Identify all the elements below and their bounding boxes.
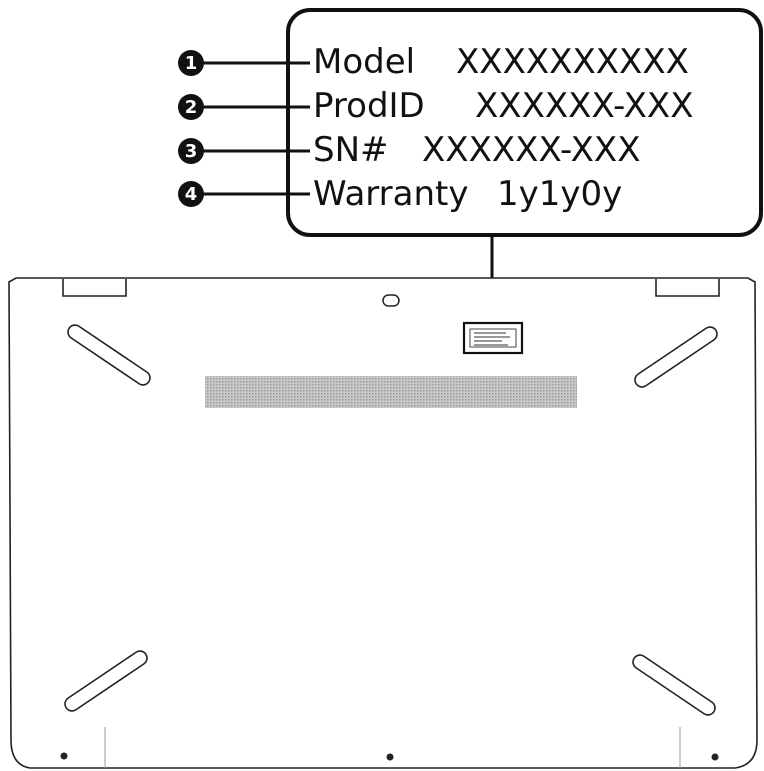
label-row-2: 2 ProdID XXXXXX-XXX xyxy=(178,86,694,126)
callout-4-number: 4 xyxy=(185,184,198,205)
top-slot xyxy=(382,294,400,307)
svg-text:ProdID XXXXXX-XXX: ProdID XXXXXX-XXX xyxy=(313,86,694,126)
warranty-value: 1y1y0y xyxy=(497,174,622,214)
label-row-4: 4 Warranty 1y1y0y xyxy=(178,174,622,214)
prodid-value: XXXXXX-XXX xyxy=(475,86,694,126)
rubber-foot-bottom-right xyxy=(632,654,716,716)
callout-4-icon xyxy=(178,181,204,207)
callout-2-icon xyxy=(178,94,204,120)
rubber-foot-bottom-left xyxy=(64,650,148,712)
label-callout-box xyxy=(286,8,763,237)
callout-2-number: 2 xyxy=(185,97,198,118)
prodid-label: ProdID xyxy=(313,86,425,126)
vent-grille xyxy=(205,376,577,408)
laptop-bottom-outline xyxy=(8,277,758,769)
warranty-label: Warranty xyxy=(313,174,468,214)
model-value: XXXXXXXXXX xyxy=(456,42,689,82)
callout-1-icon xyxy=(178,50,204,76)
hinge-tab-right xyxy=(655,279,720,297)
callout-3-icon xyxy=(178,138,204,164)
callout-3-number: 3 xyxy=(185,141,198,162)
sn-value: XXXXXX-XXX xyxy=(422,130,641,170)
screw-hole-left xyxy=(60,752,68,760)
callout-1-number: 1 xyxy=(185,53,198,74)
device-service-label xyxy=(462,321,524,355)
rubber-foot-top-right xyxy=(634,326,718,388)
sn-label: SN# xyxy=(313,130,389,170)
label-row-1: 1 Model XXXXXXXXXX xyxy=(178,42,689,82)
label-row-3: 3 SN# XXXXXX-XXX xyxy=(178,130,641,170)
svg-text:SN# XXXXXX-XXX: SN# XXXXXX-XXX xyxy=(313,130,641,170)
rubber-foot-top-left xyxy=(67,324,151,386)
hinge-tab-left xyxy=(62,279,127,297)
screw-hole-right xyxy=(711,753,719,761)
svg-text:Model XXXXXXXXXX: Model XXXXXXXXXX xyxy=(313,42,689,82)
screw-hole-center xyxy=(386,753,394,761)
svg-text:Warranty 1y1y0y: Warranty 1y1y0y xyxy=(313,174,622,214)
model-label: Model xyxy=(313,42,415,82)
